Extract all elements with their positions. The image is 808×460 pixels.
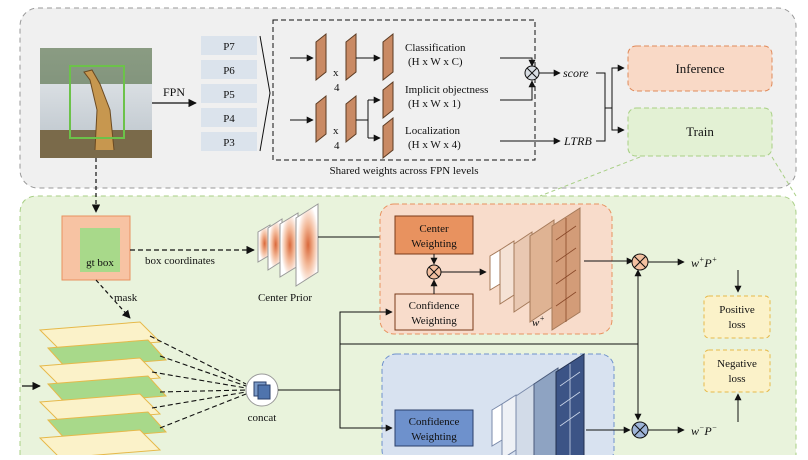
- confidence-weighting-neg-box: [394, 409, 474, 447]
- localization-shape: (H x W x 4): [408, 139, 461, 151]
- x4-lower-num: 4: [334, 140, 340, 152]
- objectness-label: Implicit objectness: [405, 84, 488, 96]
- shared-head-box: [272, 19, 536, 161]
- train-box: [627, 107, 773, 157]
- train-label: Train: [686, 124, 714, 139]
- concat-to-neg-conf: [339, 390, 393, 432]
- cls-to-multiply: [500, 57, 536, 67]
- fpn-levels: P7 P6 P5 P4 P3: [201, 36, 257, 151]
- box-coordinates-label: box coordinates: [145, 255, 215, 267]
- level-p6-label: P6: [223, 65, 235, 77]
- mask-label: mask: [114, 292, 138, 304]
- level-p5-label: P5: [223, 89, 235, 101]
- negative-loss-label: Negative: [717, 358, 757, 370]
- confidence-weighting-label: Confidence: [409, 300, 460, 312]
- confidence-weighting-neg-label: Confidence: [409, 416, 460, 428]
- center-prior-stack: [257, 203, 319, 287]
- negative-product-label: w−P−: [691, 423, 717, 438]
- classification-label: Classification: [405, 42, 466, 54]
- level-p7-label: P7: [223, 41, 235, 53]
- negative-loss-label-2: loss: [728, 373, 745, 385]
- gt-to-mask-arrow: [95, 279, 131, 319]
- positive-loss-box: [703, 295, 771, 339]
- inference-label: Inference: [675, 61, 724, 76]
- negative-loss-box: [703, 349, 771, 393]
- concat-icon: [253, 381, 271, 400]
- w-minus-maps: [491, 353, 585, 460]
- positive-product-label: w+P+: [691, 255, 717, 270]
- cls-branch-features: [290, 32, 394, 82]
- positive-loss-label: Positive: [719, 304, 755, 316]
- level-p3-label: P3: [223, 137, 235, 149]
- zoom-line-right: [771, 156, 797, 197]
- concat-to-pos-conf: [339, 308, 393, 390]
- w-plus-label: w+: [532, 314, 545, 329]
- fpn-label: FPN: [163, 85, 185, 99]
- x4-lower: x: [333, 125, 339, 137]
- level-p3: [201, 132, 257, 151]
- localization-label: Localization: [405, 125, 460, 137]
- gt-inner: [80, 228, 120, 272]
- confidence-weighting-neg-label-2: Weighting: [411, 431, 457, 443]
- w-plus-maps: [489, 207, 581, 331]
- level-p7: [201, 36, 257, 55]
- multiply-node-positive: [631, 253, 649, 271]
- center-prior-label: Center Prior: [258, 292, 312, 304]
- reg-branch-features: [290, 80, 394, 160]
- classification-shape: (H x W x C): [408, 56, 463, 68]
- inference-box: [627, 45, 773, 92]
- positive-loss-label-2: loss: [728, 319, 745, 331]
- ltrb-label: LTRB: [563, 134, 592, 148]
- outputs-bracket: [596, 72, 606, 142]
- zoom-line-left: [539, 156, 641, 197]
- confidence-weighting-label-2: Weighting: [411, 315, 457, 327]
- multiply-node-negative: [631, 421, 649, 439]
- multiply-node-score: [524, 65, 540, 81]
- level-p5: [201, 84, 257, 103]
- confidence-weighting-box: [394, 293, 474, 331]
- obj-to-multiply: [500, 80, 536, 101]
- center-weighting-label-2: Weighting: [411, 238, 457, 250]
- center-weighting-label: Center: [419, 223, 449, 235]
- multiply-node-weights: [426, 264, 442, 280]
- level-p6: [201, 60, 257, 79]
- objectness-shape: (H x W x 1): [408, 98, 461, 110]
- gt-box-label: gt box: [86, 257, 114, 269]
- to-train-arrow: [611, 108, 625, 134]
- shared-weights-label: Shared weights across FPN levels: [329, 165, 478, 177]
- x4-upper: x: [333, 67, 339, 79]
- input-image: [40, 48, 152, 158]
- level-p4-label: P4: [223, 113, 235, 125]
- level-p4: [201, 108, 257, 127]
- concat-label: concat: [248, 412, 277, 424]
- x4-upper-num: 4: [334, 82, 340, 94]
- center-weighting-box: [394, 215, 474, 255]
- level-bracket: [259, 35, 271, 152]
- score-label: score: [563, 66, 589, 80]
- mask-feature-stack: [38, 321, 168, 459]
- mask-to-concat-lines: [149, 335, 247, 429]
- to-inference-arrow: [605, 64, 625, 109]
